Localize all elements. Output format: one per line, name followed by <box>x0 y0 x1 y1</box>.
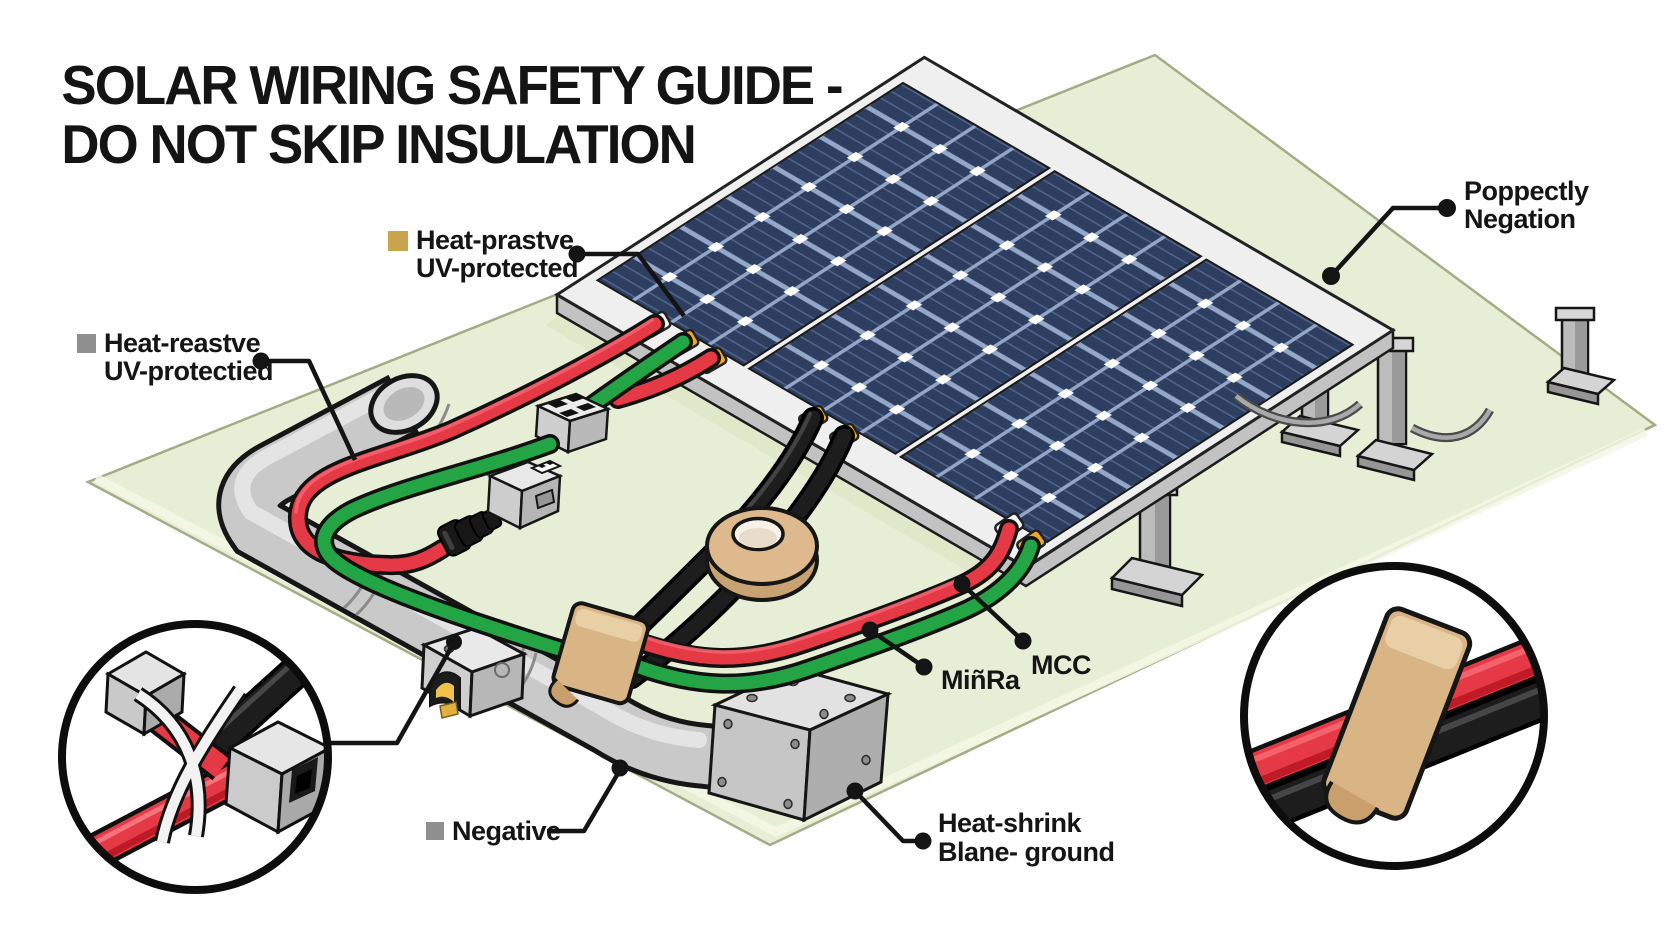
gland-box-terminal <box>436 682 454 702</box>
svg-text:Poppectly: Poppectly <box>1464 176 1589 206</box>
svg-text:UV-protected: UV-protected <box>416 253 578 283</box>
label-heat-preserve-top: Heat-prastve UV-protected <box>388 225 579 283</box>
page-title: SOLAR WIRING SAFETY GUIDE - DO NOT SKIP … <box>61 55 843 175</box>
return-wires <box>616 519 1041 694</box>
svg-text:Heat-reastve: Heat-reastve <box>104 328 261 358</box>
callout-heat-resist-left <box>252 352 358 461</box>
label-heat-resist-left: Heat-reastve UV-protectied <box>77 328 274 386</box>
callout-minra <box>861 621 933 676</box>
label-minra: MiñRa <box>941 665 1021 695</box>
junction-box <box>707 666 893 823</box>
labels: Heat-prastve UV-protected Heat-reastve U… <box>77 176 1590 867</box>
screw-icon <box>717 677 871 810</box>
label-heat-shrink-ground: Heat-shrink Blane- ground <box>938 808 1115 867</box>
callout-properly-negation <box>1322 199 1456 285</box>
leg-far-right <box>1545 306 1617 406</box>
sleeve-band <box>1321 606 1473 825</box>
branch-connector-block <box>534 392 612 454</box>
mc4-connector <box>436 459 564 557</box>
title-line-2: DO NOT SKIP INSULATION <box>61 114 694 175</box>
legend-square-icon <box>388 231 408 251</box>
callout-lines <box>252 199 1456 850</box>
legend-square-icon <box>426 822 444 840</box>
inset-left-connector-detail <box>58 620 332 894</box>
label-mcc: MCC <box>1031 650 1091 680</box>
callout-negative <box>547 759 629 834</box>
label-properly-negation: Poppectly Negation <box>1464 176 1590 234</box>
svg-text:UV-protectied: UV-protectied <box>104 356 273 386</box>
title-line-1: SOLAR WIRING SAFETY GUIDE - <box>61 55 841 116</box>
label-negative: Negative <box>426 816 562 846</box>
callout-heat-preserve-top <box>568 245 686 318</box>
heat-shrink-sleeve <box>548 601 650 708</box>
tape-roll <box>705 506 819 602</box>
svg-text:Blane- ground: Blane- ground <box>938 837 1115 867</box>
solar-panel-3 <box>901 259 1353 542</box>
svg-text:Negative: Negative <box>452 816 561 846</box>
callout-mcc <box>953 575 1032 650</box>
conduit-pipe <box>216 373 746 793</box>
svg-text:Heat-prastve: Heat-prastve <box>416 225 574 255</box>
svg-text:Negation: Negation <box>1464 204 1576 234</box>
inset-right-sleeve-detail <box>1240 562 1548 870</box>
svg-text:Heat-shrink: Heat-shrink <box>938 808 1083 838</box>
under-panel-wires <box>1233 392 1494 443</box>
legend-square-icon <box>77 334 96 353</box>
panel-support-legs <box>1109 306 1617 608</box>
zip-tie-icon <box>133 685 247 844</box>
callout-heat-shrink <box>846 782 932 850</box>
callout-left-inset <box>327 634 462 746</box>
